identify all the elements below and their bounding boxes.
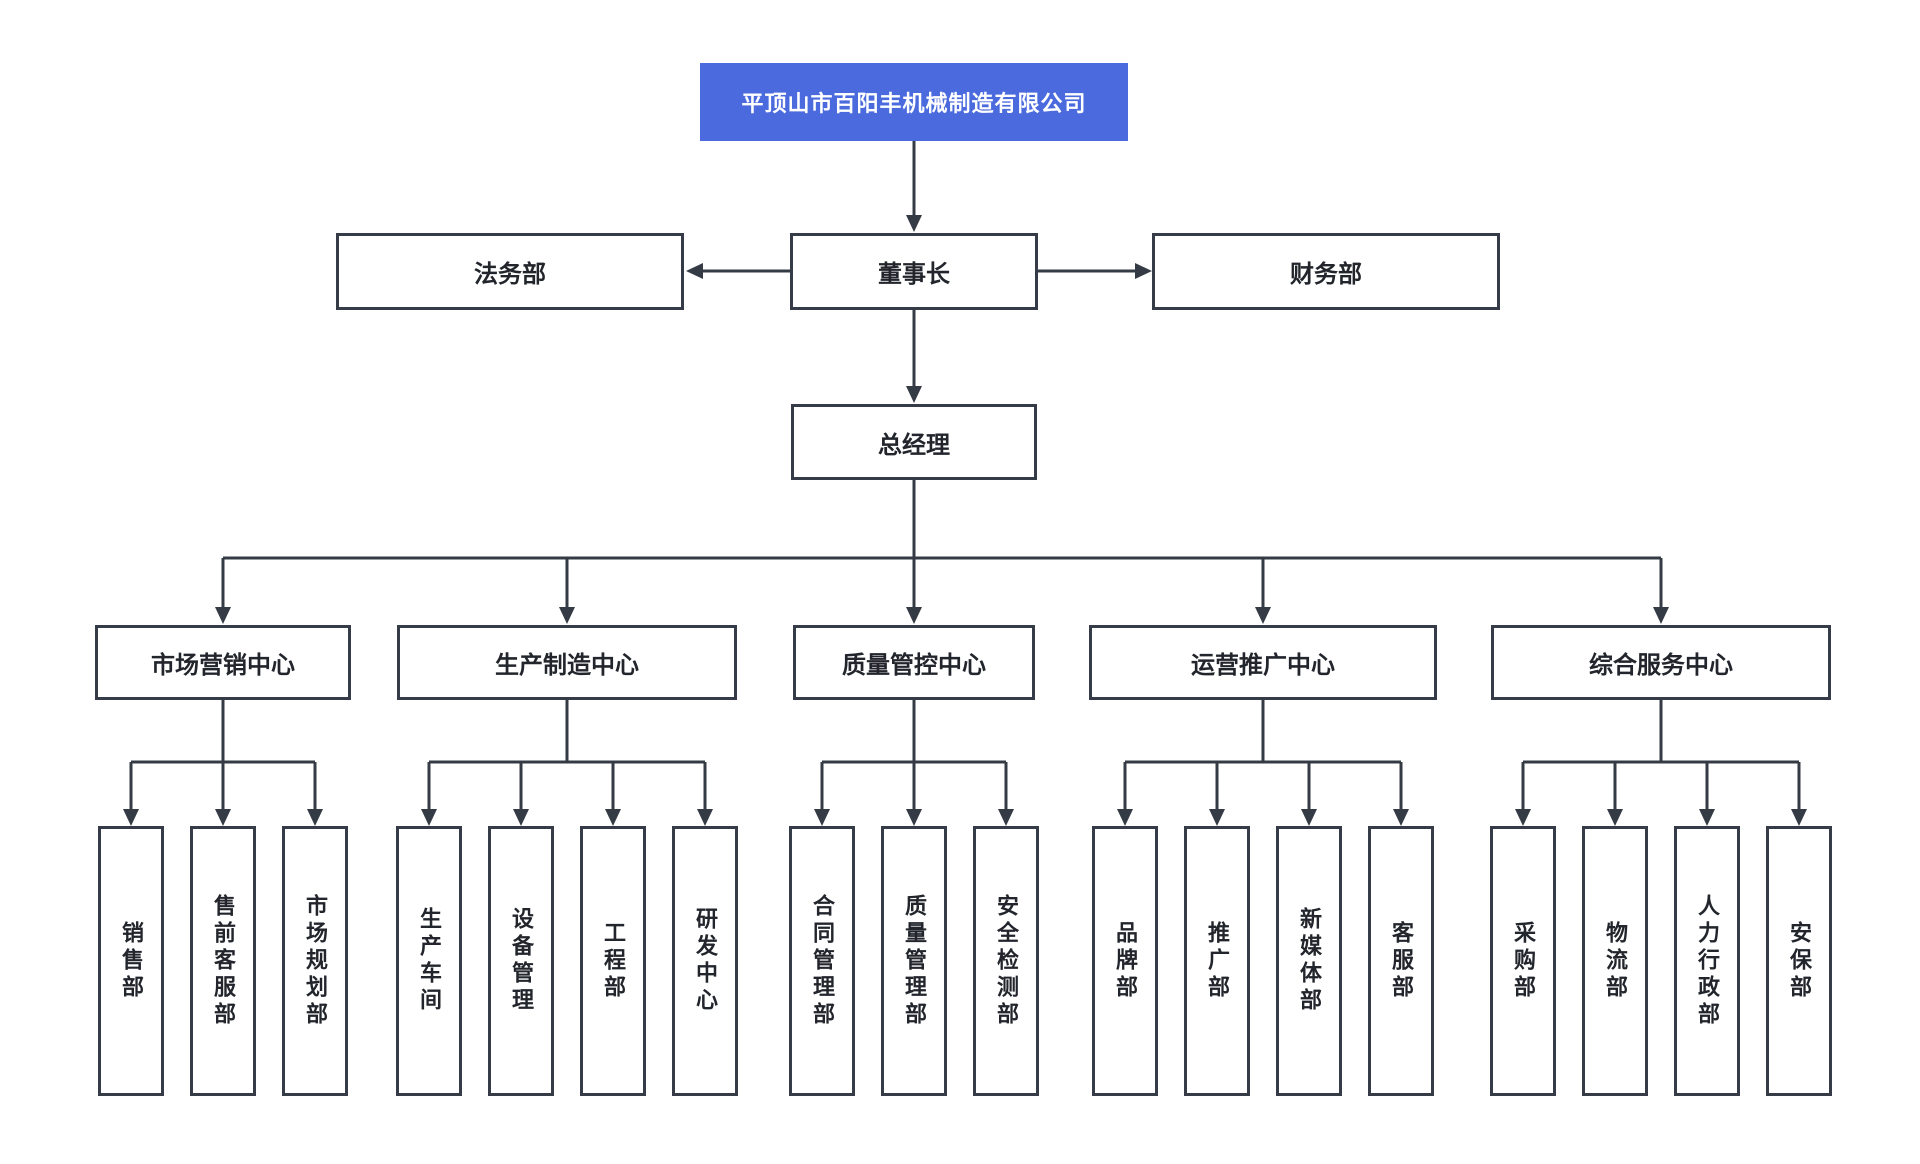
node-dept-production-workshop: 生产车间 <box>396 826 462 1096</box>
arrowhead-left-legal <box>686 263 703 279</box>
dept-label: 物流部 <box>1603 920 1628 1002</box>
arrowhead-down-gm <box>906 386 922 403</box>
node-dept-safety-inspection: 安全检测部 <box>973 826 1039 1096</box>
node-chairman: 董事长 <box>790 233 1038 310</box>
node-center-production: 生产制造中心 <box>397 625 737 700</box>
node-dept-security: 安保部 <box>1766 826 1832 1096</box>
node-dept-promotion: 推广部 <box>1184 826 1250 1096</box>
dept-label: 研发中心 <box>693 907 718 1015</box>
node-center-operations: 运营推广中心 <box>1089 625 1437 700</box>
node-dept-customer-service: 客服部 <box>1368 826 1434 1096</box>
connector-group2 <box>427 700 707 810</box>
dept-label: 质量管理部 <box>902 893 927 1029</box>
node-dept-market-planning: 市场规划部 <box>282 826 348 1096</box>
dept-label: 推广部 <box>1205 920 1230 1002</box>
node-dept-rnd-center: 研发中心 <box>672 826 738 1096</box>
node-general-manager: 总经理 <box>791 404 1037 480</box>
arrowheads-down-centers <box>215 607 1669 624</box>
dept-label: 品牌部 <box>1113 920 1138 1002</box>
node-dept-hr-admin: 人力行政部 <box>1674 826 1740 1096</box>
dept-label: 人力行政部 <box>1695 893 1720 1029</box>
node-dept-presales-service: 售前客服部 <box>190 826 256 1096</box>
node-dept-procurement: 采购部 <box>1490 826 1556 1096</box>
node-dept-quality-management: 质量管理部 <box>881 826 947 1096</box>
node-dept-engineering: 工程部 <box>580 826 646 1096</box>
arrowhead-down-chairman <box>906 215 922 232</box>
dept-label: 合同管理部 <box>810 893 835 1029</box>
arrowheads-down-group2 <box>421 809 713 826</box>
node-dept-sales: 销售部 <box>98 826 164 1096</box>
arrowheads-down-group3 <box>814 809 1014 826</box>
dept-label: 设备管理 <box>509 907 534 1015</box>
dept-label: 安保部 <box>1787 920 1812 1002</box>
dept-label: 工程部 <box>601 920 626 1002</box>
arrowhead-right-finance <box>1135 263 1152 279</box>
arrowheads-down-group1 <box>123 809 323 826</box>
node-dept-equipment-management: 设备管理 <box>488 826 554 1096</box>
dept-label: 客服部 <box>1389 920 1414 1002</box>
node-center-services: 综合服务中心 <box>1491 625 1831 700</box>
connector-branch-drops <box>221 558 1663 608</box>
connector-group3 <box>820 700 1008 810</box>
dept-label: 售前客服部 <box>211 893 236 1029</box>
node-dept-contract-management: 合同管理部 <box>789 826 855 1096</box>
node-dept-new-media: 新媒体部 <box>1276 826 1342 1096</box>
node-dept-brand: 品牌部 <box>1092 826 1158 1096</box>
arrowheads-down-group5 <box>1515 809 1807 826</box>
arrowheads-down-group4 <box>1117 809 1409 826</box>
dept-label: 采购部 <box>1511 920 1536 1002</box>
node-finance-dept: 财务部 <box>1152 233 1500 310</box>
dept-label: 市场规划部 <box>303 893 328 1029</box>
connector-group5 <box>1521 700 1801 810</box>
dept-label: 生产车间 <box>417 907 442 1015</box>
connector-group4 <box>1123 700 1403 810</box>
node-company-root: 平顶山市百阳丰机械制造有限公司 <box>700 63 1128 141</box>
dept-label: 安全检测部 <box>994 893 1019 1029</box>
dept-label: 销售部 <box>119 920 144 1002</box>
node-center-marketing: 市场营销中心 <box>95 625 351 700</box>
connector-group1 <box>129 700 317 810</box>
node-dept-logistics: 物流部 <box>1582 826 1648 1096</box>
dept-label: 新媒体部 <box>1297 907 1322 1015</box>
node-legal-dept: 法务部 <box>336 233 684 310</box>
node-center-quality: 质量管控中心 <box>793 625 1035 700</box>
